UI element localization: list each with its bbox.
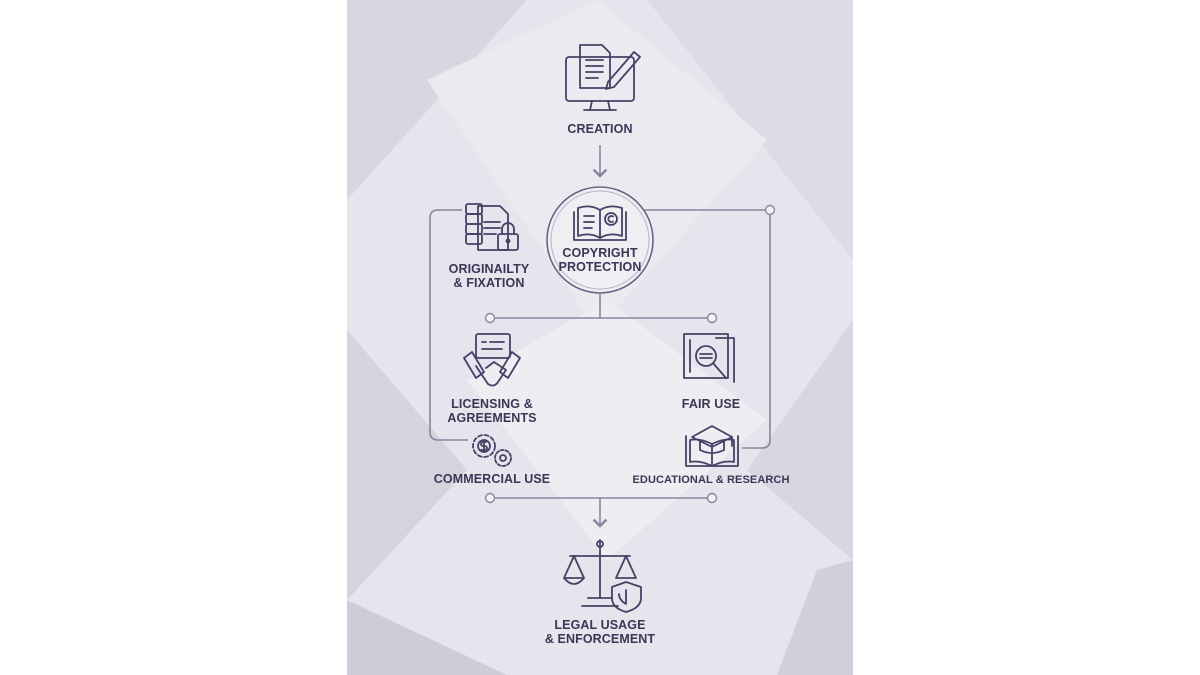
node-licensing-agreements: LICENSING & AGREEMENTS [447, 397, 536, 425]
book-graduation-cap-icon [685, 425, 739, 467]
node-originality-fixation: ORIGINAILTY & FIXATION [449, 262, 530, 290]
connector-right-bracket [742, 214, 771, 449]
originality-line2: & FIXATION [453, 276, 525, 290]
licensing-line2: AGREEMENTS [447, 411, 537, 425]
node-creation: CREATION [567, 122, 633, 136]
node-commercial-use: COMMERCIAL USE [433, 472, 551, 486]
node-educational-research: EDUCATIONAL & RESEARCH [632, 474, 790, 486]
legal-line2: & ENFORCEMENT [544, 632, 656, 646]
document-magnifier-icon [683, 333, 735, 383]
legal-line1: LEGAL USAGE [554, 618, 646, 632]
connector-left-bracket [429, 209, 468, 441]
scales-shield-icon [563, 539, 642, 613]
node-copyright-protection: COPYRIGHT PROTECTION [559, 246, 642, 274]
node-fair-use: FAIR USE [681, 397, 741, 411]
licensing-line1: LICENSING & [451, 397, 533, 411]
copyright-line1: COPYRIGHT [562, 246, 638, 260]
node-legal-usage-enforcement: LEGAL USAGE & ENFORCEMENT [545, 618, 655, 646]
originality-line1: ORIGINAILTY [448, 262, 530, 276]
document-stack-lock-icon [465, 203, 519, 251]
book-copyright-icon [573, 205, 627, 241]
monitor-document-pencil-icon [565, 44, 641, 111]
handshake-contract-icon [463, 333, 521, 387]
background-facets [347, 0, 853, 675]
gears-dollar-icon [472, 434, 512, 467]
copyright-line2: PROTECTION [558, 260, 642, 274]
